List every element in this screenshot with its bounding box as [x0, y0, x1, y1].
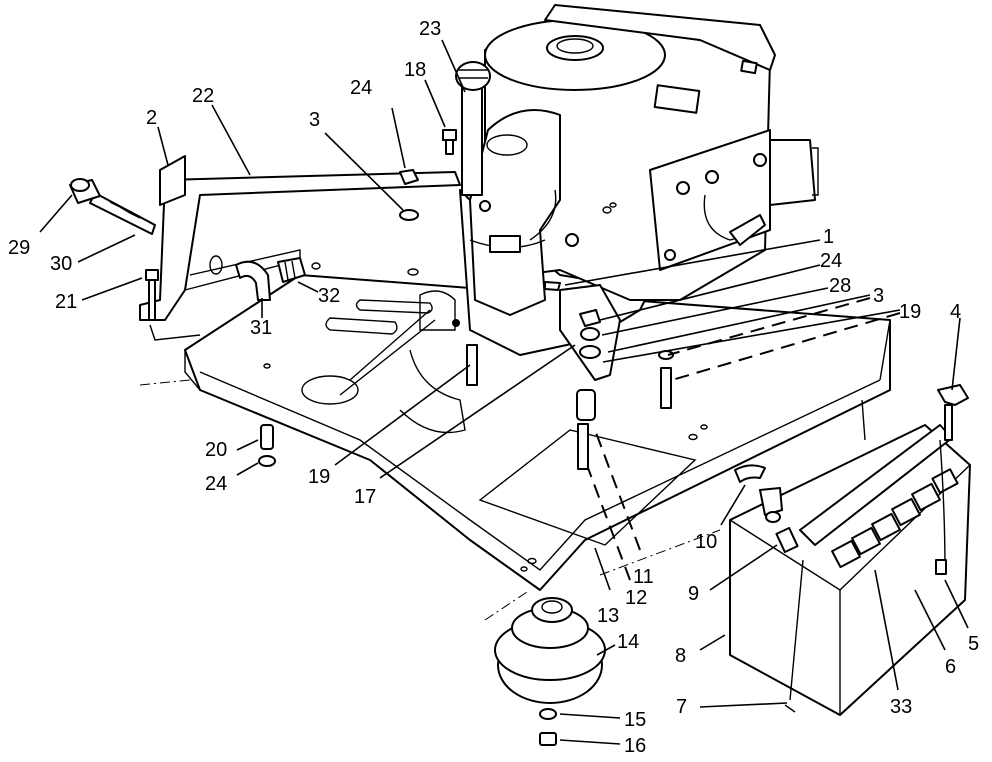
callout-8: 8 [675, 645, 686, 667]
washer-15 [539, 708, 557, 720]
callout-19: 19 [899, 301, 921, 323]
spacer-11 [576, 389, 596, 421]
callout-24: 24 [205, 473, 227, 495]
callout-12: 12 [625, 587, 647, 609]
elbow-fitting-31 [235, 260, 271, 301]
bolt-19-left [466, 344, 478, 386]
callout-3: 3 [309, 109, 320, 131]
battery [729, 399, 971, 716]
callout-32: 32 [318, 285, 340, 307]
engine [452, 4, 819, 381]
callout-13: 13 [597, 605, 619, 627]
callout-labels: 23 18 24 22 3 2 29 30 21 32 31 1 24 28 3… [8, 18, 979, 757]
callout-24: 24 [820, 250, 842, 272]
callout-23: 23 [419, 18, 441, 40]
callout-31: 31 [250, 317, 272, 339]
leader-lines [39, 39, 969, 745]
callout-11: 11 [633, 566, 654, 588]
callout-7: 7 [676, 696, 687, 718]
washer-3-top [399, 209, 419, 221]
bolt-1 [544, 281, 561, 291]
callout-15: 15 [624, 709, 646, 731]
callout-22: 22 [192, 85, 214, 107]
pin-30 [89, 192, 156, 235]
callout-33: 33 [890, 696, 912, 718]
callout-28: 28 [829, 275, 851, 297]
callout-20: 20 [205, 439, 227, 461]
wing-nut-10 [734, 464, 766, 483]
bolt-21 [145, 269, 159, 321]
fitting-32 [277, 257, 306, 283]
callout-19: 19 [308, 466, 330, 488]
callout-6: 6 [945, 656, 956, 678]
bolt-16 [539, 732, 557, 746]
spacer-20 [260, 424, 274, 450]
nut-24-mount [579, 309, 601, 359]
callout-14: 14 [617, 631, 639, 653]
sleeve-29 [69, 178, 101, 204]
callout-4: 4 [950, 301, 961, 323]
nut-24-bottom [258, 455, 276, 467]
bolt-12 [577, 423, 589, 470]
terminal-5 [935, 439, 947, 575]
callout-24: 24 [350, 77, 372, 99]
callout-9: 9 [688, 583, 699, 605]
clamp-9 [759, 487, 799, 554]
callout-30: 30 [50, 253, 72, 275]
callout-10: 10 [695, 531, 717, 553]
callout-1: 1 [823, 226, 834, 248]
callout-21: 21 [55, 291, 77, 313]
callout-5: 5 [968, 633, 979, 655]
callout-29: 29 [8, 237, 30, 259]
callout-18: 18 [404, 59, 426, 81]
bolt-18 [442, 129, 457, 155]
callout-2: 2 [146, 107, 157, 129]
decal-plate-2 [159, 155, 186, 206]
callout-16: 16 [624, 735, 646, 757]
callout-3: 3 [873, 285, 884, 307]
callout-17: 17 [354, 486, 376, 508]
pulley-14 [494, 597, 606, 704]
wing-nut-4 [937, 384, 969, 441]
nut-24-top [399, 169, 419, 185]
